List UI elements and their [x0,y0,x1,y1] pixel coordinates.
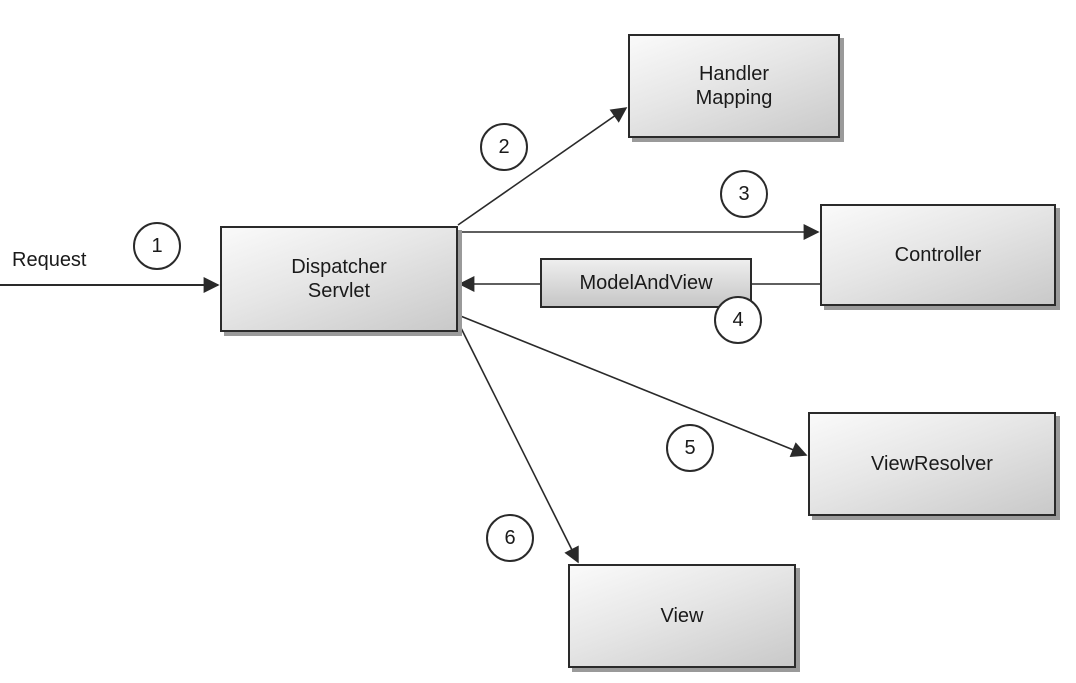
arrow-to-handler-mapping [457,107,628,226]
controller-box: Controller [820,204,1056,306]
step-3-marker: 3 [720,170,768,218]
step-5-marker: 5 [666,424,714,472]
step-1-marker: 1 [133,222,181,270]
request-label: Request [12,249,87,271]
dispatcher-servlet-box: Dispatcher Servlet [220,226,458,332]
step-4-marker: 4 [714,296,762,344]
viewresolver-box: ViewResolver [808,412,1056,516]
handler-mapping-box: Handler Mapping [628,34,840,138]
view-box: View [568,564,796,668]
arrow-to-view [457,321,579,564]
modelandview-label: ModelAndView [540,258,752,308]
step-2-marker: 2 [480,123,528,171]
step-6-marker: 6 [486,514,534,562]
arrow-to-viewresolver [457,314,808,458]
